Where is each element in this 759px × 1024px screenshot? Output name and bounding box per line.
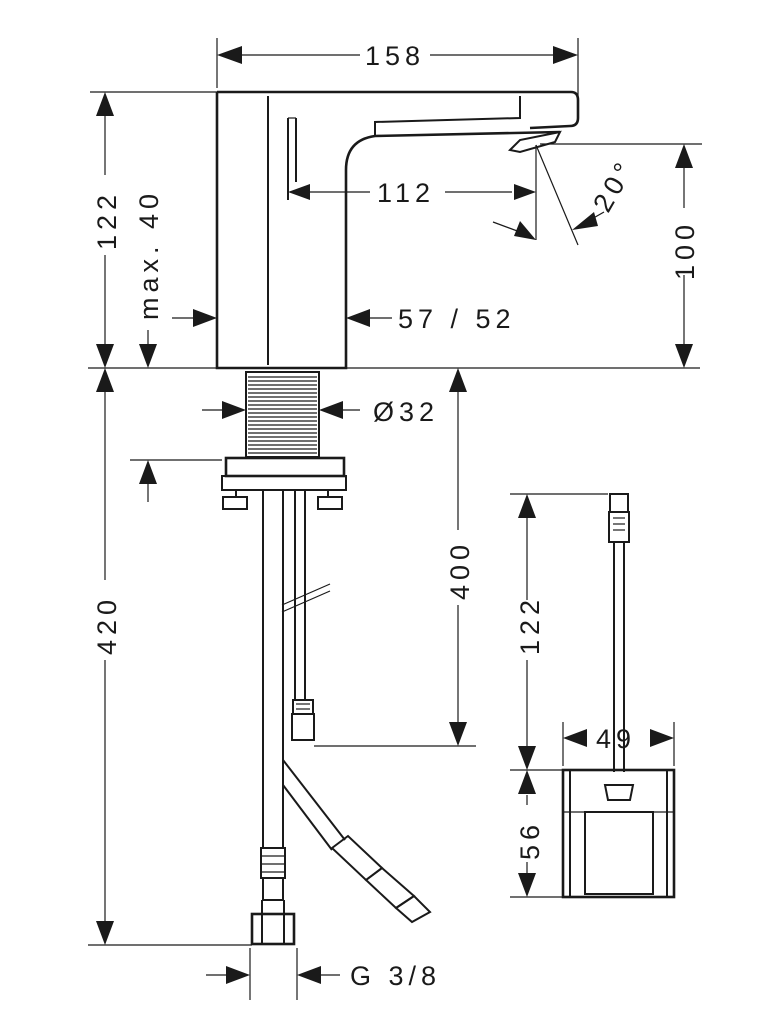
dim-spout-height: 100 <box>540 143 702 368</box>
dim-connection-thread: G 3/8 <box>206 948 441 1000</box>
dim-body-depth: 57 / 52 <box>172 304 516 334</box>
dim-overall-width: 158 <box>216 38 579 96</box>
dim-box-width: 49 <box>562 722 675 766</box>
threaded-shank <box>245 371 320 458</box>
label-height-max: max. 40 <box>134 189 164 320</box>
mounting-nut <box>130 456 347 510</box>
faucet-body <box>215 90 580 370</box>
dim-max-counter: 400 <box>314 368 476 747</box>
dim-box-cable: 122 <box>510 493 608 770</box>
dim-box-height: 56 <box>510 769 563 898</box>
control-box <box>561 493 676 899</box>
label-spout-height: 100 <box>670 220 700 280</box>
label-box-height: 56 <box>515 820 545 860</box>
label-box-cable: 122 <box>515 595 545 655</box>
label-max-counter: 400 <box>445 540 475 600</box>
label-spout-angle: 20° <box>587 154 641 217</box>
label-thread-diameter: Ø32 <box>373 397 439 427</box>
dim-height-total: 122 <box>90 91 217 368</box>
dim-height-max: max. 40 <box>134 189 164 368</box>
supply-hoses <box>250 490 432 946</box>
label-spout-reach: 112 <box>377 178 435 208</box>
dim-thread-diameter: Ø32 <box>202 397 439 427</box>
label-hose-length: 420 <box>92 595 122 655</box>
dim-hose-length: 420 <box>88 368 252 946</box>
label-box-width: 49 <box>596 724 636 754</box>
label-overall-width: 158 <box>365 41 425 71</box>
label-body-depth: 57 / 52 <box>398 304 516 334</box>
dim-spout-reach: 112 <box>288 145 537 240</box>
label-height-total: 122 <box>92 190 122 250</box>
label-connection-thread: G 3/8 <box>350 961 441 991</box>
